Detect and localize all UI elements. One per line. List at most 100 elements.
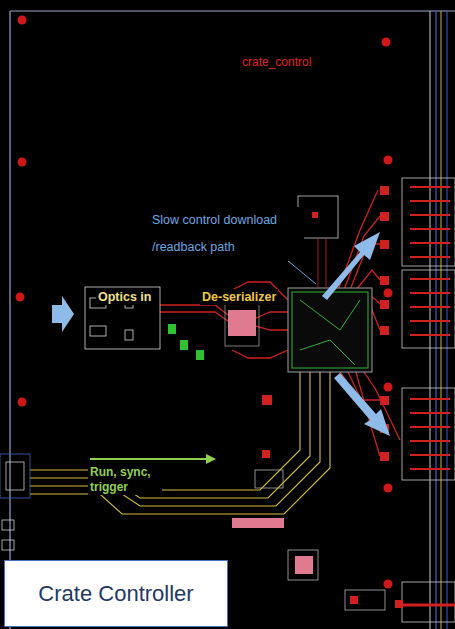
pcb-feature — [384, 289, 393, 298]
box-text: Crate Controller — [38, 581, 193, 607]
pcb-feature — [402, 270, 455, 348]
deserializer-chip — [288, 288, 372, 372]
pcb-feature — [125, 330, 133, 340]
board-name: crate_control — [242, 54, 311, 70]
flow-arrows — [52, 232, 390, 436]
pcb-feature — [232, 350, 288, 358]
pcb-feature — [262, 450, 270, 458]
pcb-feature — [398, 604, 455, 607]
pcb-feature — [410, 256, 450, 258]
pcb-feature — [384, 156, 393, 165]
signal-label: Run, sync, trigger — [88, 465, 162, 495]
pcb-feature — [380, 452, 389, 461]
pcb-feature — [384, 383, 393, 392]
path-annotation: Slow control download /readback path — [150, 207, 304, 261]
pcb-feature — [298, 196, 338, 238]
pcb-feature — [410, 320, 450, 322]
pcb-feature — [18, 16, 27, 25]
pcb-feature — [292, 292, 368, 368]
pcb-feature — [380, 186, 389, 195]
pcb-feature — [356, 270, 380, 290]
optics-module — [85, 287, 204, 360]
pcb-feature — [30, 372, 300, 490]
pcb-feature — [410, 200, 450, 202]
pcb-feature — [402, 388, 455, 480]
pcb-feature — [18, 398, 27, 407]
small-parts — [232, 395, 385, 610]
pcb-feature — [380, 276, 389, 285]
pcb-feature — [410, 306, 450, 308]
pcb-feature — [410, 292, 450, 294]
pcb-feature — [300, 300, 360, 365]
pcb-feature — [312, 212, 318, 218]
pcb-feature — [322, 232, 380, 300]
pcb-feature — [410, 454, 450, 456]
connectors — [380, 178, 455, 622]
pcb-feature — [380, 326, 389, 335]
pcb-feature — [410, 278, 450, 280]
pcb-feature — [16, 293, 25, 302]
left-connector — [0, 454, 30, 550]
pcb-feature — [206, 454, 216, 464]
pcb-feature — [255, 470, 283, 488]
pcb-feature — [380, 212, 389, 221]
pcb-feature — [288, 288, 372, 372]
caption-box: Crate Controller — [4, 560, 228, 627]
pcb-feature — [410, 214, 450, 216]
pcb-feature — [380, 300, 389, 309]
pcb-feature — [168, 324, 176, 334]
pcb-feature — [410, 334, 450, 336]
pcb-feature — [196, 350, 204, 360]
pcb-feature — [90, 458, 208, 460]
optics-label: Optics in — [96, 289, 153, 305]
pcb-feature — [2, 520, 14, 530]
pcb-feature — [410, 186, 450, 470]
pcb-feature — [52, 296, 74, 332]
pcb-feature — [228, 310, 256, 336]
pcb-feature — [2, 540, 14, 550]
pcb-feature — [9, 11, 10, 629]
pcb-feature — [334, 373, 390, 436]
pcb-feature — [85, 287, 160, 349]
pcb-feature — [295, 556, 313, 574]
pcb-feature — [160, 312, 232, 324]
green-arrow — [90, 454, 216, 464]
pcb-feature — [380, 186, 403, 608]
pcb-feature — [410, 426, 450, 428]
pcb-feature — [0, 454, 30, 498]
pcb-feature — [410, 398, 450, 400]
pcb-feature — [18, 158, 27, 167]
pcb-feature — [30, 372, 320, 506]
pcb-feature — [6, 462, 24, 490]
pcb-feature — [384, 484, 393, 493]
pcb-feature — [180, 340, 188, 350]
board-outline — [10, 11, 455, 629]
pcb-feature — [30, 372, 330, 514]
pcb-feature — [410, 468, 450, 470]
pcb-feature — [318, 238, 326, 288]
pcb-feature — [90, 326, 106, 336]
pcb-feature — [30, 372, 310, 498]
pcb-feature — [350, 596, 358, 604]
pcb-feature — [402, 178, 455, 266]
pcb-feature — [402, 582, 455, 622]
pcb-feature — [410, 228, 450, 230]
serdes-chip — [225, 300, 259, 346]
pcb-feature — [225, 300, 259, 346]
mounting-holes — [16, 16, 393, 589]
pcb-feature — [10, 10, 455, 11]
pcb-feature — [410, 412, 450, 414]
pcb-feature — [345, 590, 385, 610]
pcb-feature — [384, 580, 393, 589]
deserializer-label: De-serializer — [200, 289, 278, 305]
pcb-feature — [410, 186, 450, 188]
pcb-feature — [256, 312, 288, 318]
pcb-feature — [410, 242, 450, 244]
pcb-feature — [382, 38, 391, 47]
pcb-feature — [232, 518, 284, 528]
pcb-feature — [288, 550, 318, 580]
pcb-feature — [380, 240, 389, 249]
